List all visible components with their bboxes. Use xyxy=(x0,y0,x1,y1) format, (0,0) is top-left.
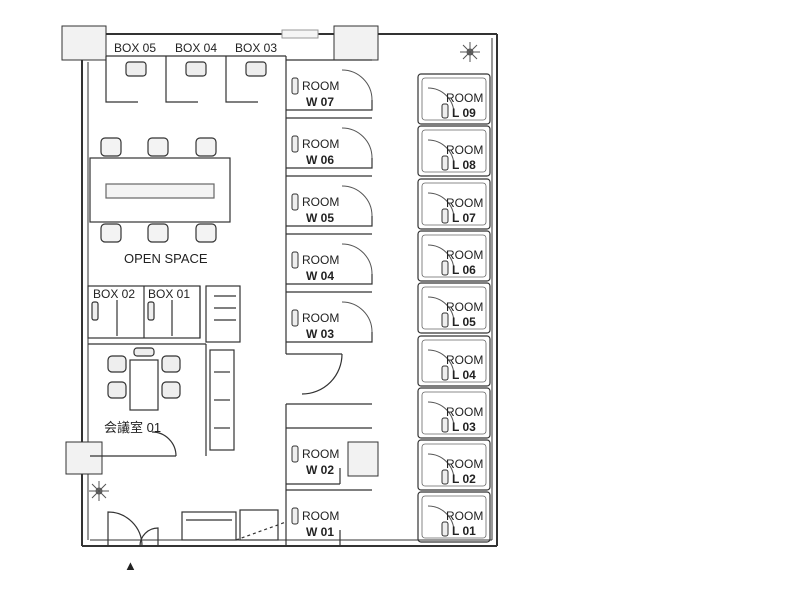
room-number: W 01 xyxy=(306,525,334,539)
room-w: ROOM W 06 xyxy=(286,117,373,169)
room-w: ROOM W 07 xyxy=(286,59,373,111)
column xyxy=(347,441,379,477)
room-number: L 04 xyxy=(452,368,476,382)
box-label: BOX 01 xyxy=(148,287,190,301)
room-w: ROOM W 04 xyxy=(286,233,373,285)
entrance-doors xyxy=(107,511,159,547)
room-label: ROOM xyxy=(446,143,483,157)
meeting-room xyxy=(88,343,235,457)
room-label: ROOM xyxy=(446,405,483,419)
room-label: ROOM xyxy=(446,248,483,262)
mid-booths xyxy=(87,285,241,343)
room-label: ROOM xyxy=(446,300,483,314)
entrance-marker: ▲ xyxy=(124,558,137,573)
room-number: L 01 xyxy=(452,524,476,538)
room-number: L 03 xyxy=(452,420,476,434)
room-label: ROOM xyxy=(302,195,339,209)
lower-fixtures xyxy=(181,509,287,541)
room-label: ROOM xyxy=(446,196,483,210)
plant-icon xyxy=(89,481,109,501)
room-number: L 07 xyxy=(452,211,476,225)
w-rooms: ROOM W 07 ROOM W 06 ROOM W 05 ROOM W 04 ROOM W 03… xyxy=(286,59,373,547)
column xyxy=(333,25,379,61)
room-number: W 04 xyxy=(306,269,334,283)
room-w: ROOM W 02 xyxy=(286,427,372,485)
room-number: W 03 xyxy=(306,327,334,341)
room-number: L 02 xyxy=(452,472,476,486)
column xyxy=(65,441,103,475)
room-number: L 06 xyxy=(452,263,476,277)
room-number: W 02 xyxy=(306,463,334,477)
room-w: ROOM W 05 xyxy=(286,175,373,227)
box-labels-top: BOX 05 BOX 04 BOX 03 xyxy=(114,41,277,55)
open-space-table xyxy=(89,137,231,243)
room-number: L 08 xyxy=(452,158,476,172)
box-label: BOX 05 xyxy=(114,41,156,55)
room-label: ROOM xyxy=(446,353,483,367)
room-w: ROOM W 01 xyxy=(286,489,372,547)
room-label: ROOM xyxy=(446,457,483,471)
box-label: BOX 03 xyxy=(235,41,277,55)
box-label: BOX 04 xyxy=(175,41,217,55)
top-booths xyxy=(105,55,286,103)
room-number: L 05 xyxy=(452,315,476,329)
room-label: ROOM xyxy=(446,91,483,105)
room-label: ROOM xyxy=(446,509,483,523)
room-number: L 09 xyxy=(452,106,476,120)
room-number: W 05 xyxy=(306,211,334,225)
column xyxy=(61,25,107,61)
plant-icon xyxy=(460,42,480,62)
room-number: W 07 xyxy=(306,95,334,109)
room-number: W 06 xyxy=(306,153,334,167)
room-label: ROOM xyxy=(302,509,339,523)
box-label: BOX 02 xyxy=(93,287,135,301)
room-w: ROOM W 03 xyxy=(286,291,373,343)
room-label: ROOM xyxy=(302,447,339,461)
room-label: ROOM xyxy=(302,137,339,151)
room-label: ROOM xyxy=(302,311,339,325)
room-label: ROOM xyxy=(302,79,339,93)
meeting-room-label: 会議室 01 xyxy=(104,420,161,435)
room-label: ROOM xyxy=(302,253,339,267)
open-space-label: OPEN SPACE xyxy=(124,251,208,266)
